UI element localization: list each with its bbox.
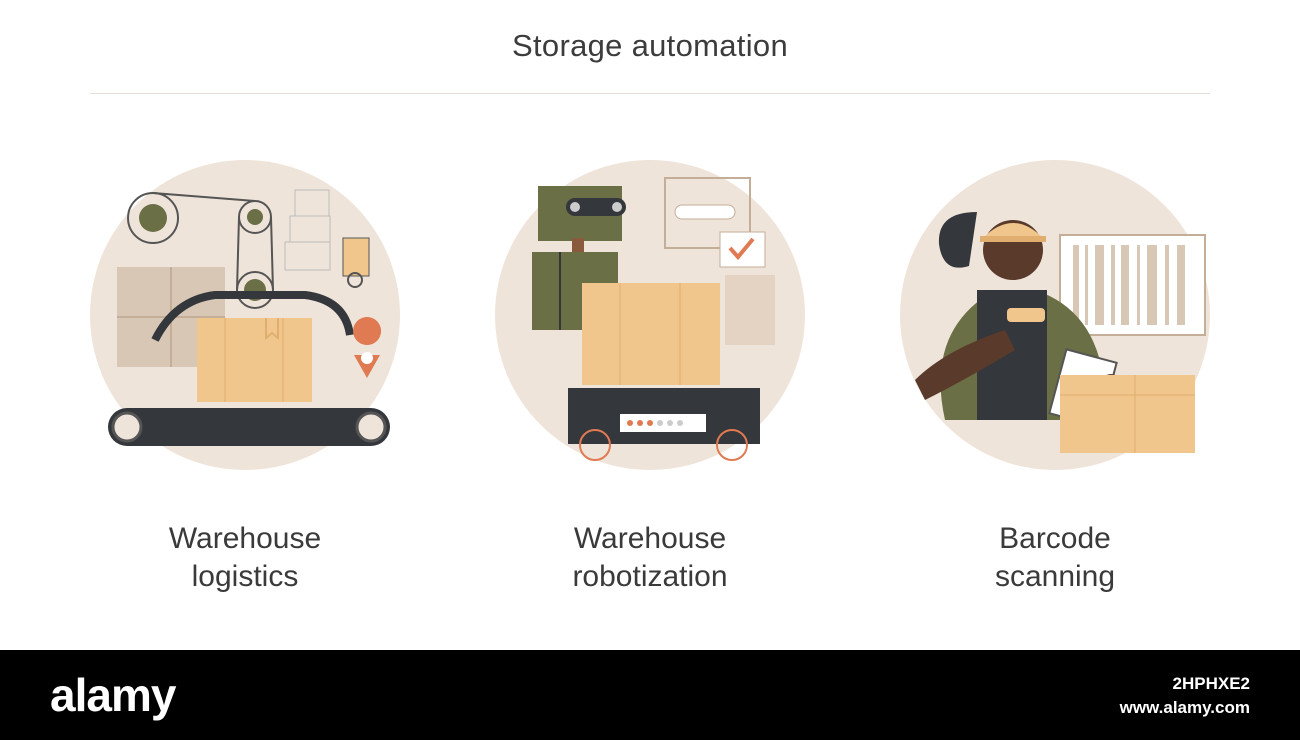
panel-warehouse-logistics: Warehouse logistics [75, 150, 415, 610]
barcode-scanner-worker-icon [900, 160, 1210, 470]
caption-line-2: robotization [572, 560, 728, 593]
conveyor-belt-icon [90, 160, 400, 470]
panel-warehouse-robotization: Warehouse robotization [480, 150, 820, 610]
panel-caption: Warehouse robotization [480, 520, 820, 596]
page-title: Storage automation [512, 28, 788, 63]
image-id-block: 2HPHXE2 www.alamy.com [1120, 672, 1250, 720]
title-divider [90, 93, 1210, 94]
caption-line-2: logistics [191, 560, 299, 593]
site-url-link[interactable]: www.alamy.com [1119, 698, 1250, 717]
caption-line-1: Warehouse [573, 522, 727, 555]
panel-barcode-scanning: Barcode scanning [885, 150, 1225, 610]
panel-caption: Warehouse logistics [75, 520, 415, 596]
brand-logo[interactable]: alamy [50, 669, 176, 721]
caption-line-1: Warehouse [168, 522, 322, 555]
caption-line-2: scanning [994, 560, 1116, 593]
panel-caption: Barcode scanning [885, 520, 1225, 596]
warehouse-robot-icon [495, 160, 805, 470]
image-id: 2HPHXE2 [1172, 674, 1250, 693]
watermark-footer-bar: alamy 2HPHXE2 www.alamy.com [0, 650, 1300, 740]
caption-line-1: Barcode [999, 522, 1111, 555]
